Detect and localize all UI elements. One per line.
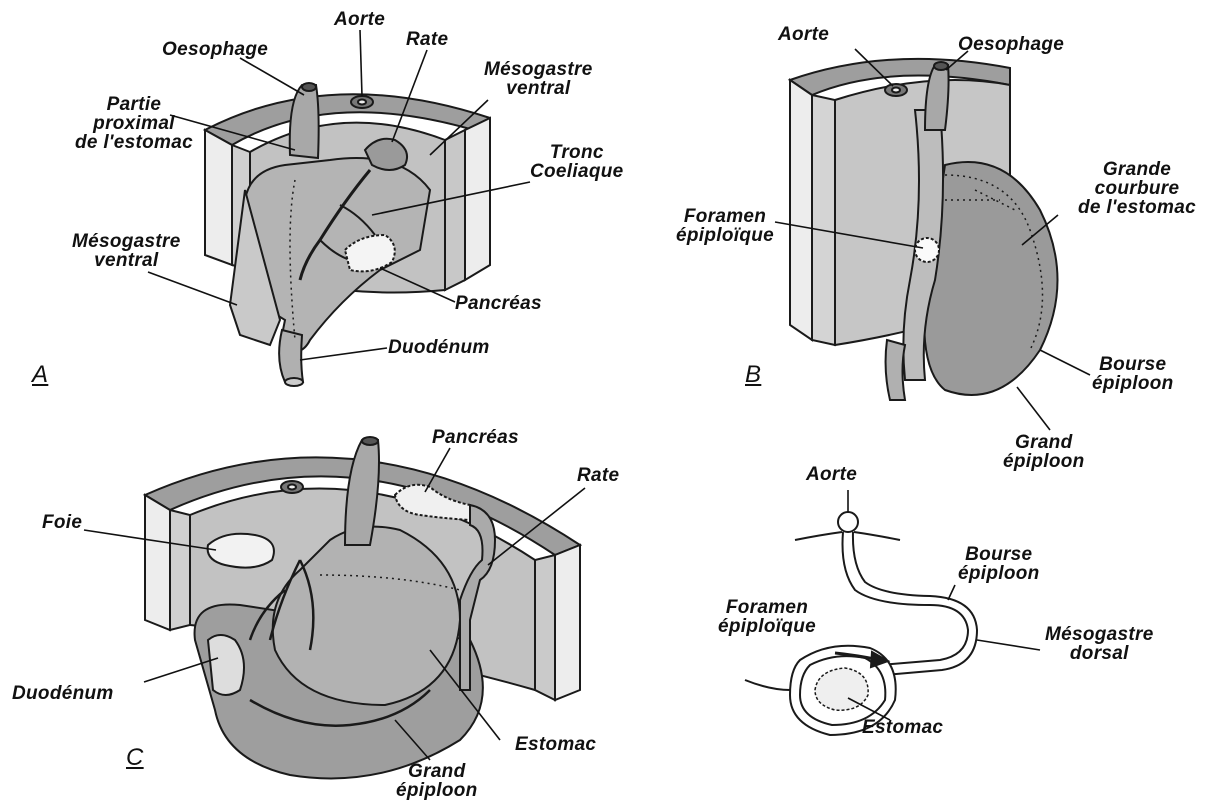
label-d-bourse: Bourse épiploon: [958, 545, 1040, 583]
label-a-duodenum: Duodénum: [388, 338, 490, 357]
panel-c-liver: [208, 534, 274, 568]
panel-a-oesophagus: [290, 85, 319, 158]
label-b-bourse: Bourse épiploon: [1092, 355, 1174, 393]
label-b-grand-epiploon: Grand épiploon: [1003, 433, 1085, 471]
panel-a-letter: A: [32, 365, 48, 384]
panel-a-wall-right: [465, 118, 490, 280]
panel-c-drawing: [145, 437, 580, 778]
label-b-foramen: Foramen épiploïque: [676, 207, 774, 245]
label-a-mesogastre-ventral-top: Mésogastre ventral: [484, 60, 593, 98]
label-b-oesophage: Oesophage: [958, 35, 1064, 54]
panel-a-spleen: [365, 139, 407, 170]
panel-c-duodenum: [208, 635, 244, 695]
panel-b-foramen: [915, 238, 939, 262]
panel-b-drawing: [790, 59, 1058, 400]
label-d-aorte: Aorte: [806, 465, 857, 484]
label-c-rate: Rate: [577, 466, 619, 485]
label-d-foramen: Foramen épiploïque: [718, 598, 816, 636]
panel-c-wall-left: [145, 495, 170, 630]
label-c-pancreas: Pancréas: [432, 428, 519, 447]
label-a-tronc-coeliaque: Tronc Coeliaque: [530, 143, 624, 181]
panel-c-letter: C: [126, 748, 144, 767]
panel-a-duodenum: [279, 330, 303, 382]
label-a-pancreas: Pancréas: [455, 294, 542, 313]
panel-b-duodenum: [886, 340, 905, 400]
label-d-estomac: Estomac: [862, 718, 943, 737]
panel-b-letter: B: [745, 365, 761, 384]
label-b-aorte: Aorte: [778, 25, 829, 44]
label-c-duodenum: Duodénum: [12, 684, 114, 703]
label-d-mesogastre-dorsal: Mésogastre dorsal: [1045, 625, 1154, 663]
panel-c-wall-right: [555, 545, 580, 700]
label-a-partie-proximal: Partie proximal de l'estomac: [75, 95, 193, 152]
label-c-estomac: Estomac: [515, 735, 596, 754]
panel-a-wall-left: [205, 130, 232, 265]
label-c-foie: Foie: [42, 513, 82, 532]
label-a-oesophage: Oesophage: [162, 40, 268, 59]
label-c-grand-epiploon: Grand épiploon: [396, 762, 478, 800]
panel-b-stomach: [924, 162, 1057, 395]
panel-b-wall-left: [790, 80, 812, 340]
label-a-rate: Rate: [406, 30, 448, 49]
label-a-aorte: Aorte: [334, 10, 385, 29]
panel-d-aorta: [838, 512, 858, 532]
label-b-grande-courbure: Grande courbure de l'estomac: [1078, 160, 1196, 217]
label-a-mesogastre-ventral-left: Mésogastre ventral: [72, 232, 181, 270]
